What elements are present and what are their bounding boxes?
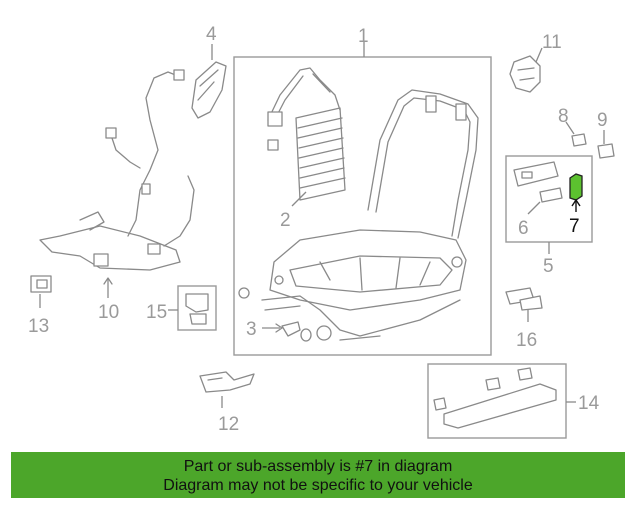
part-2-spring-mat[interactable] bbox=[267, 67, 346, 201]
part-3-fastener[interactable] bbox=[281, 321, 332, 342]
part-11-leader bbox=[535, 47, 543, 63]
banner-line-2: Diagram may not be specific to your vehi… bbox=[163, 477, 473, 494]
banner-line-1: Part or sub-assembly is #7 in diagram bbox=[183, 458, 453, 475]
parts-diagram: 1 2 3 4 bbox=[28, 24, 615, 439]
part-3-arrow bbox=[275, 323, 283, 333]
part-14-group-box bbox=[427, 363, 567, 439]
part-5-knob-cover[interactable] bbox=[513, 161, 559, 187]
part-4-side-cover[interactable] bbox=[191, 61, 227, 119]
callout-7[interactable]: 7 bbox=[569, 216, 580, 237]
part-12-bracket[interactable] bbox=[199, 371, 255, 393]
part-2-leader bbox=[291, 191, 307, 207]
callout-12[interactable]: 12 bbox=[218, 414, 239, 435]
part-1-group-box bbox=[233, 56, 492, 356]
vehicle-fit-banner: Part or sub-assembly is #7 in diagram Di… bbox=[11, 452, 625, 498]
callout-1[interactable]: 1 bbox=[358, 26, 369, 47]
callout-6[interactable]: 6 bbox=[518, 218, 529, 239]
callout-15[interactable]: 15 bbox=[146, 302, 167, 323]
part-10-wire-harness[interactable] bbox=[39, 69, 195, 271]
part-11-knob[interactable] bbox=[509, 55, 541, 93]
callout-5[interactable]: 5 bbox=[543, 256, 554, 277]
callout-10[interactable]: 10 bbox=[98, 302, 119, 323]
part-7-highlighted[interactable] bbox=[569, 173, 583, 201]
callout-9[interactable]: 9 bbox=[597, 110, 608, 131]
callout-14[interactable]: 14 bbox=[578, 393, 600, 414]
callout-2[interactable]: 2 bbox=[280, 210, 291, 231]
part-13-clip[interactable] bbox=[30, 275, 52, 293]
callout-13[interactable]: 13 bbox=[28, 316, 49, 337]
part-9-cap[interactable] bbox=[597, 143, 615, 159]
part-7-arrow bbox=[571, 198, 581, 207]
callout-8[interactable]: 8 bbox=[558, 106, 569, 127]
part-14-rail-cover[interactable] bbox=[433, 367, 557, 429]
callout-3[interactable]: 3 bbox=[246, 319, 257, 340]
part-8-leader bbox=[565, 121, 575, 135]
part-6-leader bbox=[527, 201, 541, 215]
callout-11[interactable]: 11 bbox=[542, 32, 562, 53]
callout-4[interactable]: 4 bbox=[206, 24, 217, 45]
part-10-arrow bbox=[103, 277, 113, 285]
part-8-cap[interactable] bbox=[571, 133, 587, 147]
part-6-clip[interactable] bbox=[539, 187, 563, 203]
part-15-bracket[interactable] bbox=[185, 293, 209, 325]
part-16-bracket[interactable] bbox=[505, 287, 543, 311]
callout-16[interactable]: 16 bbox=[516, 330, 537, 351]
part-1-seat-frame[interactable] bbox=[238, 89, 479, 341]
part-15-group-box bbox=[177, 285, 217, 331]
